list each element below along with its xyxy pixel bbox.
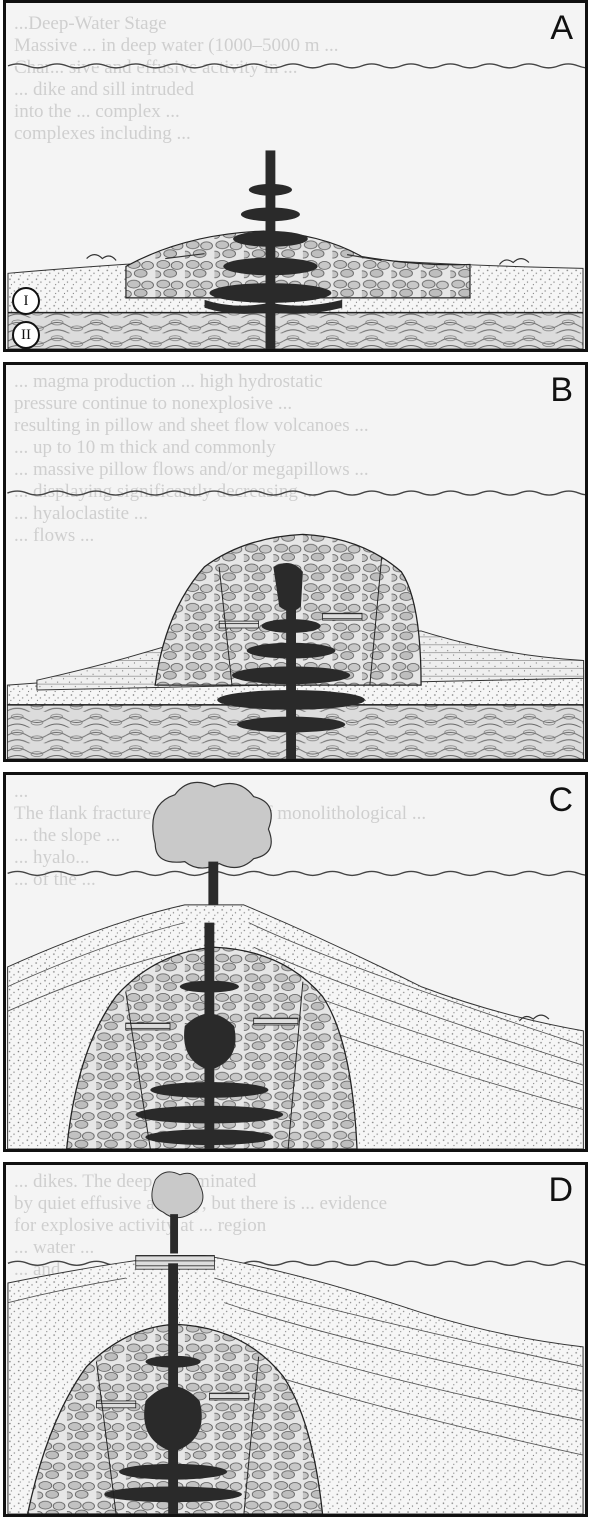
eruption-plume — [152, 1172, 203, 1218]
stage-a-panel: ...Deep-Water Stage Massive ... in deep … — [3, 0, 588, 352]
sea-surface-line — [8, 64, 585, 68]
panel-label-c: C — [548, 781, 573, 820]
stage-a-diagram — [6, 3, 585, 349]
stage-d-diagram — [6, 1165, 585, 1514]
panel-label-b: B — [550, 371, 573, 410]
unit-label-ii: II — [12, 321, 40, 349]
stage-c-diagram — [6, 775, 585, 1149]
sea-surface-line — [8, 1261, 585, 1265]
stage-b-panel: ... magma production ... high hydrostati… — [3, 362, 588, 762]
eruption-plume — [153, 782, 271, 868]
stage-c-panel: ... The flank fracture ... consisting of… — [3, 772, 588, 1152]
panel-label-d: D — [548, 1171, 573, 1210]
panel-label-a: A — [550, 9, 573, 48]
basement-layer-ii — [8, 313, 583, 349]
unit-label-i: I — [12, 287, 40, 315]
sea-surface-line — [8, 871, 585, 875]
stage-b-diagram — [6, 365, 585, 759]
stage-d-panel: ... dikes. The deep ... dominated by qui… — [3, 1162, 588, 1517]
sea-surface-line — [7, 491, 585, 495]
